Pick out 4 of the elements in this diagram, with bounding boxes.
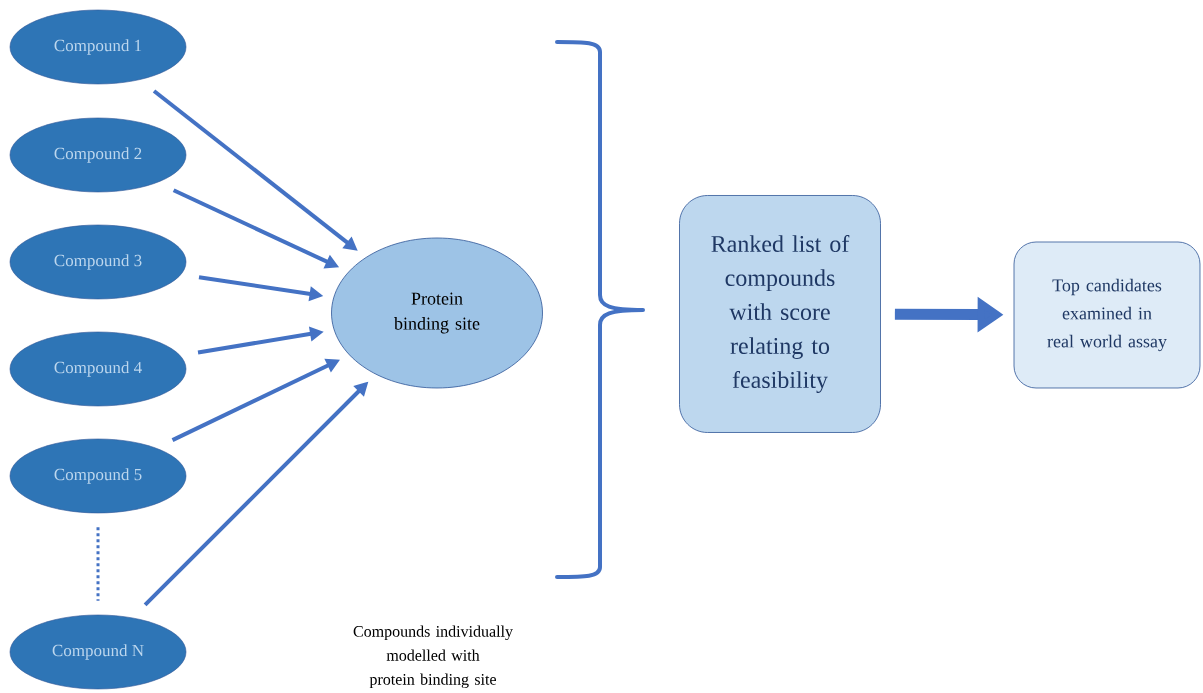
note-text: Compounds individually modelled with protein binding site	[353, 625, 513, 689]
dotted-line	[96, 527, 100, 601]
process-box: Ranked list of compounds with score relating to feasibility	[679, 195, 881, 433]
process-box: Top candidates examined in real world assay	[1013, 241, 1201, 389]
